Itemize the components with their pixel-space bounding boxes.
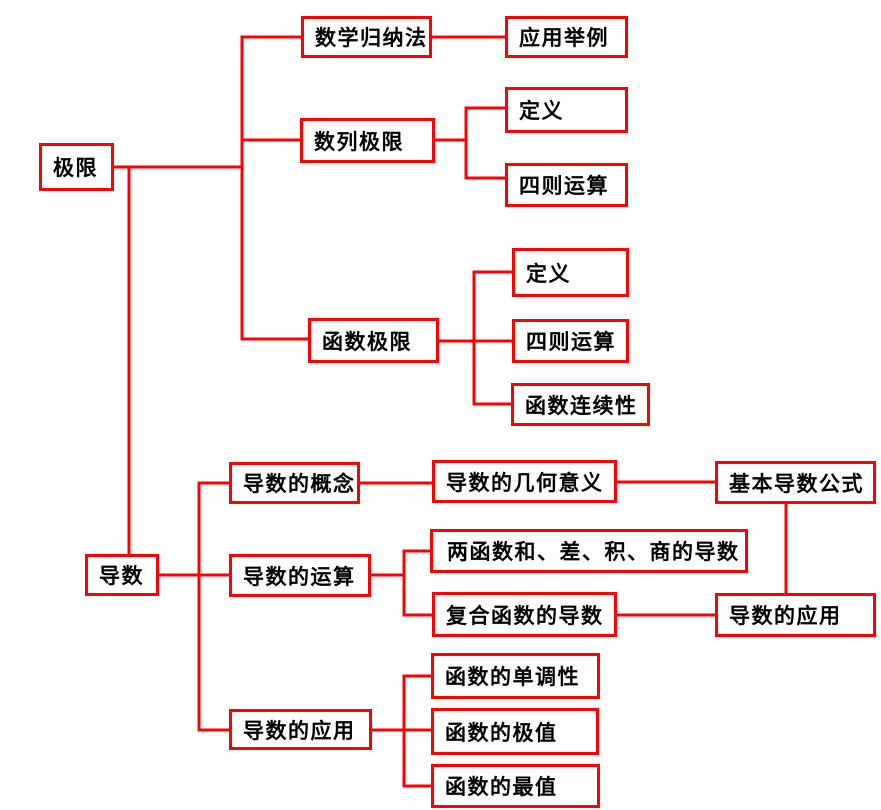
node-function-extremum: 函数的极值 — [431, 708, 599, 755]
node-limit: 极限 — [39, 143, 114, 191]
node-sequence-limit-arithmetic: 四则运算 — [505, 163, 628, 207]
node-function-limit-arithmetic: 四则运算 — [512, 319, 629, 363]
node-function-max-min: 函数的最值 — [431, 764, 600, 808]
node-basic-derivative-formulas: 基本导数公式 — [715, 461, 876, 504]
node-function-limit: 函数极限 — [308, 318, 439, 363]
node-derivative-applications: 导数的应用 — [229, 709, 372, 750]
node-derivative: 导数 — [85, 554, 159, 596]
node-application-examples: 应用举例 — [505, 16, 628, 58]
node-derivative-concept: 导数的概念 — [229, 462, 360, 504]
node-derivative-application: 导数的应用 — [715, 593, 876, 637]
node-function-limit-definition: 定义 — [512, 248, 629, 297]
node-sequence-limit-definition: 定义 — [505, 87, 628, 133]
node-sum-difference-product-quotient-derivative: 两函数和、差、积、商的导数 — [430, 529, 748, 573]
node-sequence-limit: 数列极限 — [300, 118, 435, 163]
node-composite-function-derivative: 复合函数的导数 — [432, 592, 617, 637]
node-function-monotonicity: 函数的单调性 — [431, 653, 600, 699]
node-derivative-operations: 导数的运算 — [229, 554, 371, 597]
node-mathematical-induction: 数学归纳法 — [301, 16, 432, 58]
node-function-continuity: 函数连续性 — [511, 383, 650, 426]
node-geometric-meaning: 导数的几何意义 — [432, 460, 617, 503]
